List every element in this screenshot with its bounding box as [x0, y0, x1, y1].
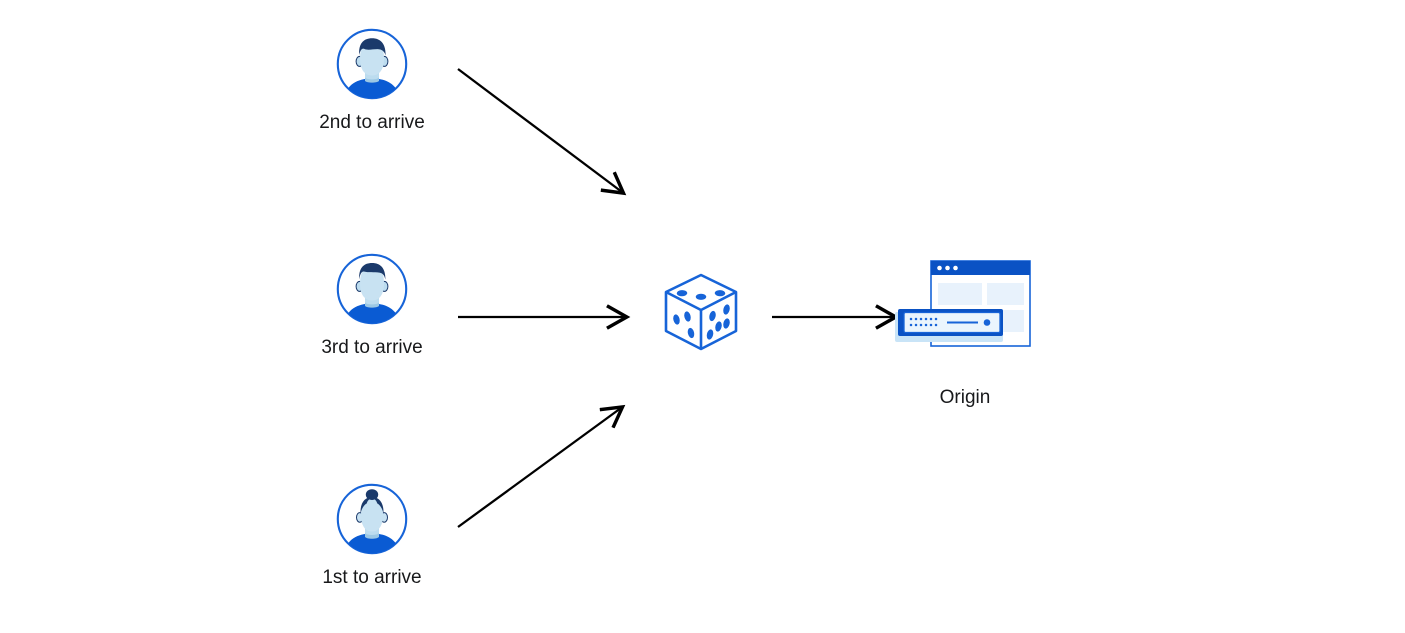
- server-bar: [895, 309, 1003, 342]
- client-label-1st: 1st to arrive: [322, 567, 422, 588]
- user-avatar-icon: [335, 27, 409, 101]
- origin-label: Origin: [939, 387, 991, 408]
- client-label-2nd: 2nd to arrive: [319, 112, 425, 133]
- origin-server-icon: [890, 256, 1040, 364]
- client-label-3rd: 3rd to arrive: [321, 337, 423, 358]
- client-node-3rd: 3rd to arrive: [311, 252, 433, 360]
- arrow-2nd-to-dice: [457, 68, 622, 192]
- client-node-2nd: 2nd to arrive: [311, 27, 433, 135]
- user-avatar-icon: [335, 252, 409, 326]
- user-avatar-icon: [335, 482, 409, 556]
- origin-node: Origin: [890, 256, 1040, 410]
- arrow-1st-to-dice: [457, 408, 621, 528]
- client-node-1st: 1st to arrive: [311, 482, 433, 590]
- dice-icon: [655, 266, 747, 358]
